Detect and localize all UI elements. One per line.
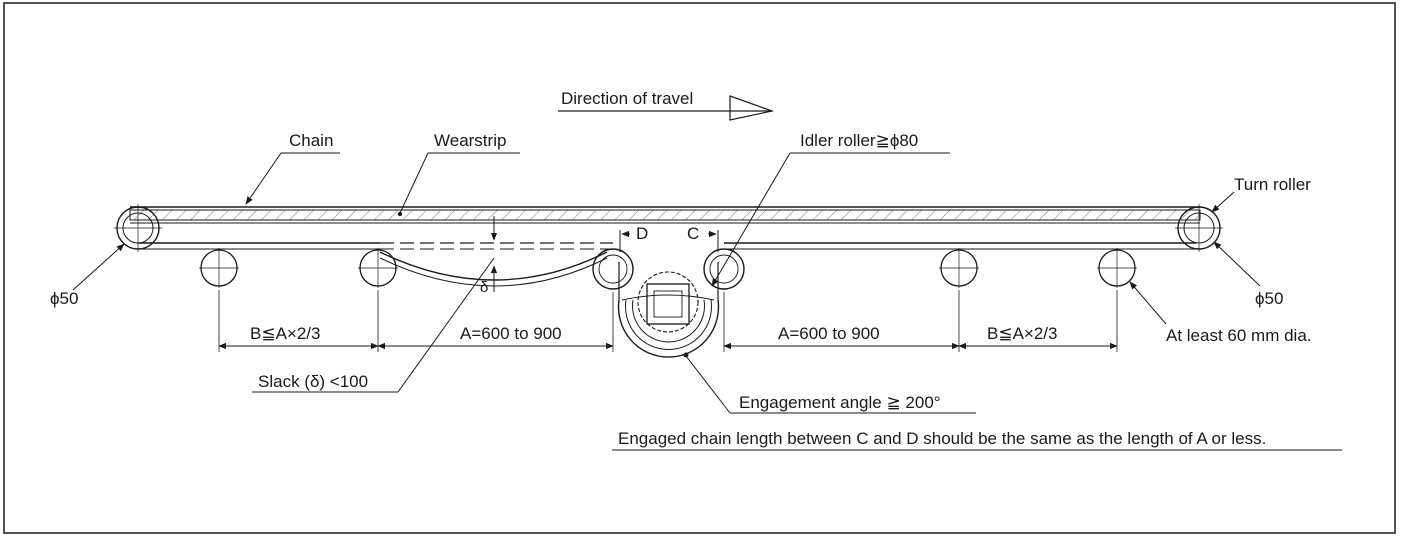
turn-roller-right bbox=[1175, 204, 1223, 252]
direction-arrow-icon bbox=[729, 95, 775, 121]
slack-label: Slack (δ) <100 bbox=[258, 372, 368, 391]
drive-sprocket bbox=[617, 262, 720, 358]
dimension-row bbox=[218, 290, 1118, 352]
mark-d: D bbox=[636, 224, 648, 243]
idler-roller-right bbox=[703, 248, 745, 290]
phi50-left-label: ϕ50 bbox=[50, 289, 78, 308]
outer-border bbox=[3, 2, 1396, 534]
engagement-angle-label: Engagement angle ≧ 200° bbox=[739, 393, 941, 412]
turn-roller-label: Turn roller bbox=[1234, 175, 1311, 194]
idler-roller-label: Idler roller≧ϕ80 bbox=[800, 131, 918, 150]
b-right-label: B≦A×2/3 bbox=[987, 324, 1057, 343]
wearstrip-label: Wearstrip bbox=[434, 131, 506, 150]
a-right-label: A=600 to 900 bbox=[778, 324, 880, 343]
support-roller-1 bbox=[199, 248, 239, 288]
turn-roller-left bbox=[114, 204, 162, 252]
return-chain-left bbox=[138, 242, 613, 287]
mark-c: C bbox=[687, 224, 699, 243]
engagement-point-mark bbox=[683, 352, 689, 358]
upper-chain bbox=[129, 206, 1201, 224]
direction-of-travel-label: Direction of travel bbox=[561, 89, 693, 108]
return-chain-right bbox=[724, 242, 1196, 250]
engaged-chain-note: Engaged chain length between C and D sho… bbox=[618, 429, 1266, 448]
chain-label: Chain bbox=[289, 131, 333, 150]
support-roller-4 bbox=[1097, 248, 1137, 288]
support-roller-2 bbox=[358, 248, 398, 288]
at-least-60-label: At least 60 mm dia. bbox=[1166, 326, 1312, 345]
b-left-label: B≦A×2/3 bbox=[250, 324, 320, 343]
idler-roller-left bbox=[592, 248, 634, 290]
slack-delta-icon: δ bbox=[480, 279, 488, 296]
support-roller-3 bbox=[939, 248, 979, 288]
phi50-right-label: ϕ50 bbox=[1255, 289, 1283, 308]
a-left-label: A=600 to 900 bbox=[460, 324, 562, 343]
